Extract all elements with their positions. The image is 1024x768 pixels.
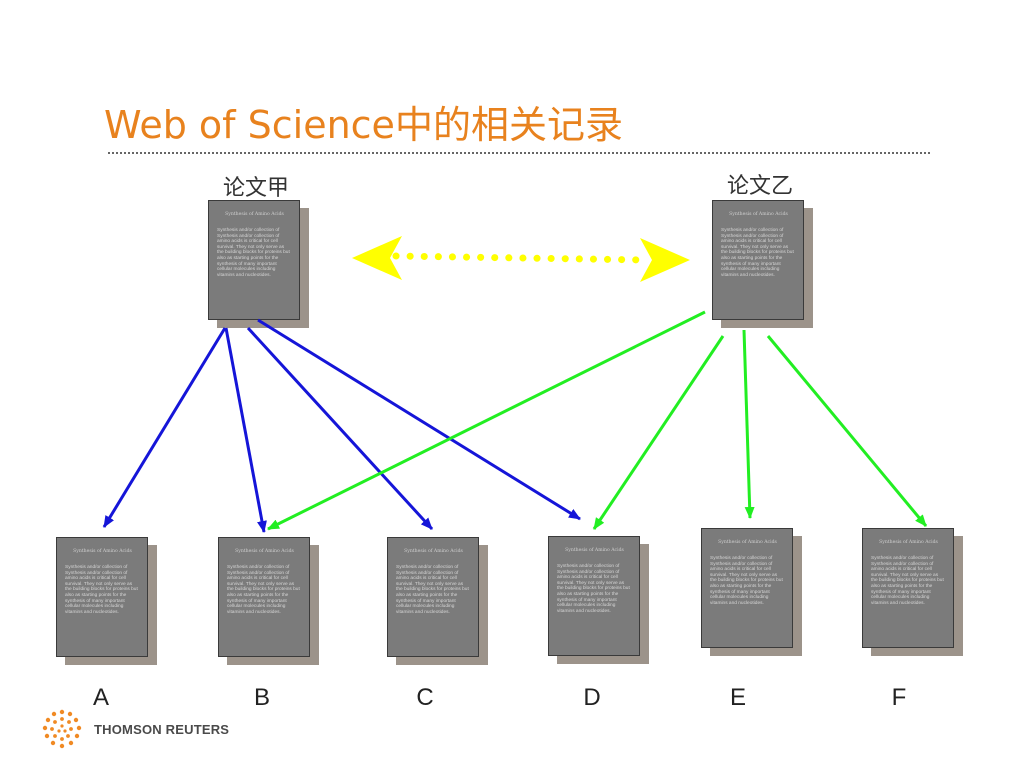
document-body: Synthesis and/or collection of Synthesis… (871, 556, 944, 606)
record-f-label: F (891, 684, 907, 711)
paper-b-document: Synthesis of Amino Acids Synthesis and/o… (712, 200, 813, 328)
record-d-document: Synthesis of Amino Acids Synthesis and/o… (548, 536, 649, 664)
document-body: Synthesis and/or collection of Synthesis… (710, 556, 783, 606)
record-c-document: Synthesis of Amino Acids Synthesis and/o… (387, 537, 488, 665)
record-f-document: Synthesis of Amino Acids Synthesis and/o… (862, 528, 963, 656)
document-heading: Synthesis of Amino Acids (565, 548, 624, 553)
record-b-label: B (253, 684, 271, 711)
document-page: Synthesis of Amino Acids Synthesis and/o… (701, 528, 793, 648)
record-a-document: Synthesis of Amino Acids Synthesis and/o… (56, 537, 157, 665)
arrow-b-to-e (742, 329, 755, 519)
record-d-label: D (583, 684, 601, 711)
arrowhead-right (640, 238, 690, 282)
document-page: Synthesis of Amino Acids Synthesis and/o… (218, 537, 310, 657)
reuters-dots-icon (42, 709, 82, 749)
arrow-a-to-b (224, 327, 267, 533)
arrow-a-to-c (246, 326, 434, 531)
record-a-label: A (92, 684, 110, 711)
record-e-document: Synthesis of Amino Acids Synthesis and/o… (701, 528, 802, 656)
document-page: Synthesis of Amino Acids Synthesis and/o… (712, 200, 804, 320)
arrowhead-left (352, 236, 402, 280)
document-body: Synthesis and/or collection of Synthesis… (217, 228, 290, 278)
document-page: Synthesis of Amino Acids Synthesis and/o… (208, 200, 300, 320)
record-e-label: E (729, 684, 747, 711)
arrow-b-to-b (267, 310, 706, 531)
document-heading: Synthesis of Amino Acids (729, 212, 788, 217)
arrow-b-to-d (592, 335, 725, 530)
thomson-reuters-logo: THOMSON REUTERS (40, 708, 240, 752)
arrow-b-to-f (766, 335, 928, 527)
arrow-a-to-a (102, 327, 227, 528)
document-heading: Synthesis of Amino Acids (235, 549, 294, 554)
arrow-a-to-d (257, 318, 581, 521)
document-body: Synthesis and/or collection of Synthesis… (227, 565, 300, 615)
document-page: Synthesis of Amino Acids Synthesis and/o… (387, 537, 479, 657)
document-heading: Synthesis of Amino Acids (879, 540, 938, 545)
document-page: Synthesis of Amino Acids Synthesis and/o… (56, 537, 148, 657)
document-body: Synthesis and/or collection of Synthesis… (721, 228, 794, 278)
record-b-document: Synthesis of Amino Acids Synthesis and/o… (218, 537, 319, 665)
document-heading: Synthesis of Amino Acids (404, 549, 463, 554)
logo-wordmark: THOMSON REUTERS (94, 722, 230, 737)
record-c-label: C (416, 684, 434, 711)
paper-a-label: 论文甲 (222, 176, 290, 201)
document-heading: Synthesis of Amino Acids (718, 540, 777, 545)
title-divider (108, 152, 930, 154)
paper-b-label: 论文乙 (726, 174, 794, 199)
document-page: Synthesis of Amino Acids Synthesis and/o… (862, 528, 954, 648)
related-double-arrow (352, 236, 690, 282)
document-heading: Synthesis of Amino Acids (225, 212, 284, 217)
paper-a-document: Synthesis of Amino Acids Synthesis and/o… (208, 200, 309, 328)
document-body: Synthesis and/or collection of Synthesis… (557, 564, 630, 614)
slide-title: Web of Science中的相关记录 (104, 103, 623, 147)
document-body: Synthesis and/or collection of Synthesis… (396, 565, 469, 615)
dotted-link (392, 252, 650, 264)
paper-b-citations (267, 310, 928, 531)
document-body: Synthesis and/or collection of Synthesis… (65, 565, 138, 615)
paper-a-citations (102, 318, 581, 533)
document-heading: Synthesis of Amino Acids (73, 549, 132, 554)
document-page: Synthesis of Amino Acids Synthesis and/o… (548, 536, 640, 656)
